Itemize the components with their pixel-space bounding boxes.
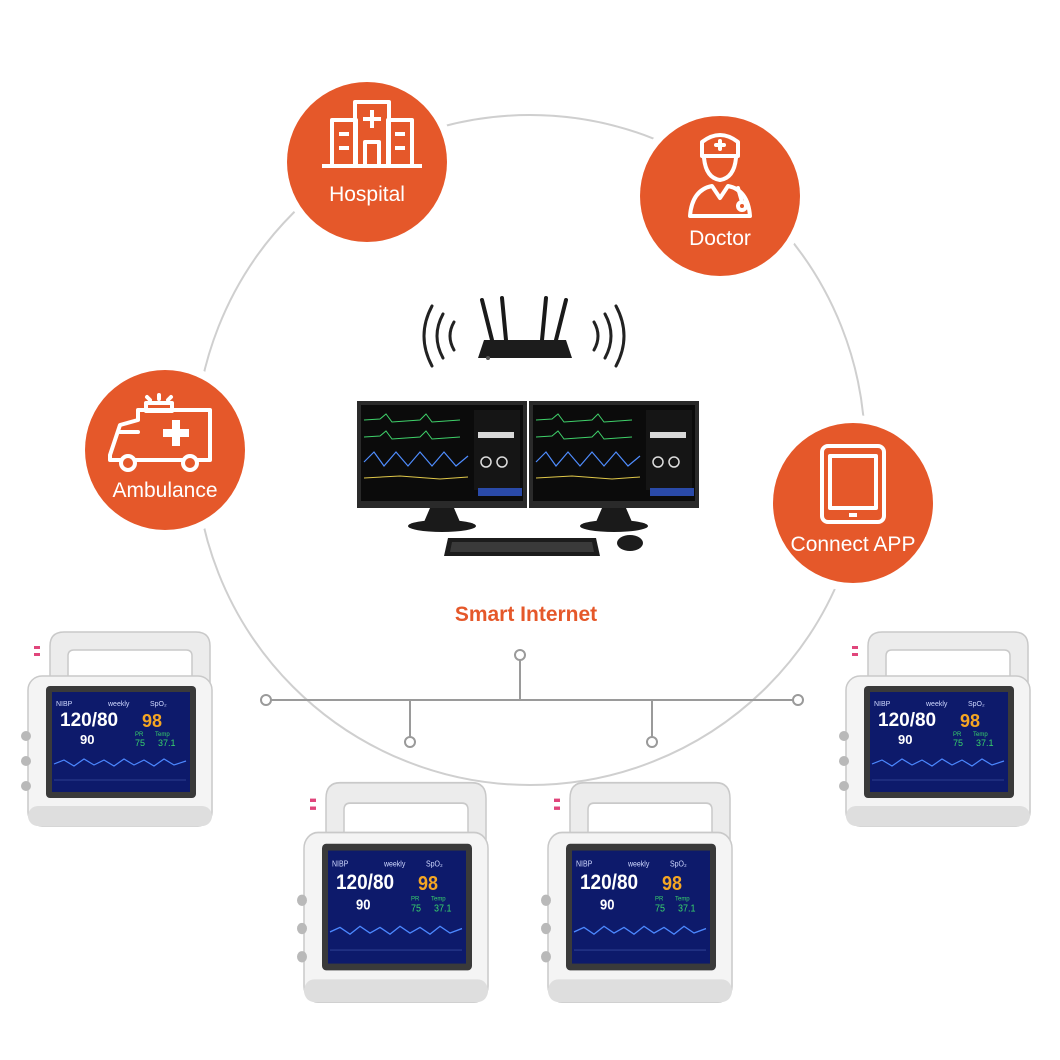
- map-value: 90: [898, 732, 912, 747]
- nibp-label: NIBP: [56, 701, 73, 708]
- bp-value: 120/80: [580, 871, 638, 894]
- pr-label: PR: [953, 732, 962, 738]
- bus-node-mid-right: [646, 736, 658, 748]
- keyboard: [444, 538, 600, 556]
- nibp-label: NIBP: [576, 859, 592, 869]
- tablet-icon: [820, 444, 886, 524]
- center-label: Smart Internet: [455, 603, 597, 626]
- bp-value: 120/80: [878, 710, 936, 731]
- pr-label: PR: [411, 895, 420, 902]
- wifi-waves-right-icon: [592, 304, 626, 368]
- patient-monitor-left: NIBP weekly SpO₂ 120/80 90 98 PR Temp 75…: [20, 631, 213, 827]
- doctor-icon: [688, 133, 752, 218]
- mouse: [617, 535, 643, 551]
- wifi-waves-left-icon: [422, 304, 456, 368]
- connect-app-label: Connect APP: [791, 533, 916, 556]
- bus-node-left: [260, 694, 272, 706]
- temp-value: 37.1: [678, 903, 696, 915]
- patient-monitor-center-right: NIBP weekly SpO₂ 120/80 90 98 PR Temp 75…: [540, 781, 733, 1003]
- mode-label: weekly: [107, 701, 130, 708]
- spo2-value: 98: [418, 873, 438, 895]
- network-bus: [260, 649, 804, 748]
- left-display: [357, 401, 527, 532]
- nibp-label: NIBP: [332, 859, 348, 869]
- mode-label: weekly: [925, 701, 948, 708]
- spo2-label: SpO₂: [426, 859, 443, 869]
- pr-value: 75: [411, 903, 421, 915]
- pr-value: 75: [655, 903, 665, 915]
- pr-label: PR: [655, 895, 664, 902]
- node-ambulance: Ambulance: [77, 362, 253, 538]
- bp-value: 120/80: [336, 871, 394, 894]
- temp-label: Temp: [973, 732, 988, 738]
- hospital-icon: [322, 100, 422, 168]
- bus-node-top: [514, 649, 526, 661]
- pr-label: PR: [135, 732, 144, 738]
- node-doctor: Doctor: [632, 108, 808, 284]
- temp-value: 37.1: [976, 738, 994, 748]
- wifi-router: [422, 296, 626, 368]
- spo2-label: SpO₂: [150, 701, 167, 708]
- hospital-label: Hospital: [329, 183, 405, 206]
- spo2-label: SpO₂: [670, 859, 687, 869]
- map-value: 90: [356, 896, 371, 913]
- patient-monitor-center-left: NIBP weekly SpO₂ 120/80 90 98 PR Temp 75…: [296, 781, 489, 1003]
- ambulance-label: Ambulance: [112, 479, 217, 502]
- temp-label: Temp: [675, 895, 690, 902]
- bus-node-right: [792, 694, 804, 706]
- bp-value: 120/80: [60, 710, 118, 731]
- bus-node-mid-left: [404, 736, 416, 748]
- node-connect-app: Connect APP: [765, 415, 941, 591]
- spo2-value: 98: [662, 873, 682, 895]
- node-hospital: Hospital: [279, 74, 455, 250]
- spo2-label: SpO₂: [968, 701, 985, 708]
- nibp-label: NIBP: [874, 701, 891, 708]
- central-station: [357, 401, 699, 556]
- mode-label: weekly: [383, 859, 406, 869]
- mode-label: weekly: [627, 859, 650, 869]
- temp-value: 37.1: [158, 738, 176, 748]
- temp-value: 37.1: [434, 903, 452, 915]
- pr-value: 75: [135, 738, 145, 748]
- temp-label: Temp: [155, 732, 170, 738]
- patient-monitor-right: NIBP weekly SpO₂ 120/80 90 98 PR Temp 75…: [838, 631, 1031, 827]
- spo2-value: 98: [142, 711, 162, 731]
- doctor-label: Doctor: [689, 227, 751, 250]
- spo2-value: 98: [960, 711, 980, 731]
- ambulance-icon: [108, 393, 212, 472]
- temp-label: Temp: [431, 895, 446, 902]
- map-value: 90: [80, 732, 94, 747]
- right-display: [529, 401, 699, 532]
- map-value: 90: [600, 896, 615, 913]
- pr-value: 75: [953, 738, 963, 748]
